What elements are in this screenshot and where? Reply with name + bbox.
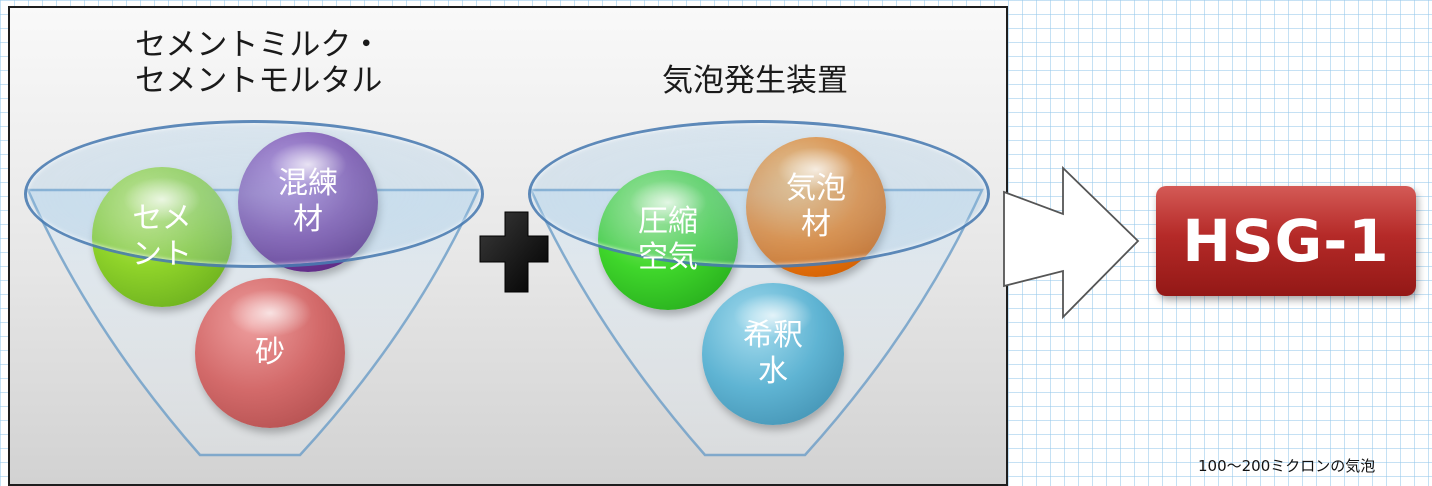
product-badge: HSG-1 xyxy=(1156,186,1416,296)
bubble-size-caption: 100～200ミクロンの気泡 xyxy=(1198,457,1376,475)
admixture-ball: 混練 材 xyxy=(238,132,378,272)
sand-ball: 砂 xyxy=(195,278,345,428)
dilution-water-ball: 希釈 水 xyxy=(702,283,844,425)
cement-mix-heading-line2: セメントモルタル xyxy=(135,63,383,99)
foam-generator-heading: 気泡発生装置 xyxy=(662,63,848,99)
compressed-air-ball: 圧縮 空気 xyxy=(598,170,738,310)
plus-icon xyxy=(479,211,549,293)
cement-ball: セメ ント xyxy=(92,167,232,307)
right-arrow-icon xyxy=(1003,165,1140,320)
cement-mix-heading-line1: セメントミルク・ xyxy=(135,27,382,63)
foaming-agent-ball: 気泡 材 xyxy=(746,137,886,277)
